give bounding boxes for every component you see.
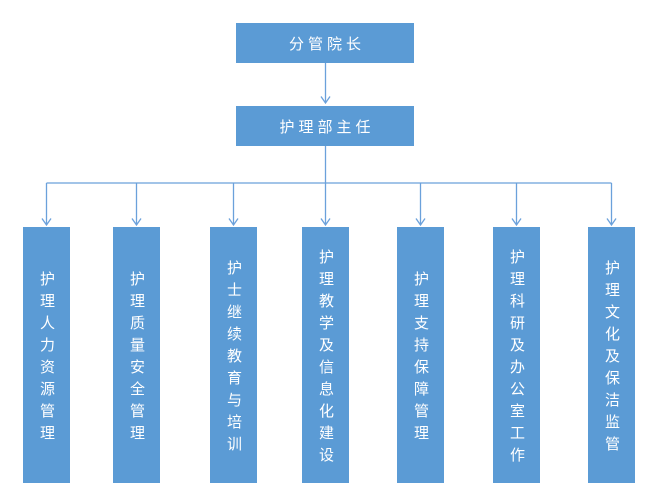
- connector-branch-arrow-5: [415, 183, 426, 227]
- org-node-dept-label: 护理人力资源管理: [38, 270, 55, 447]
- org-node-root-label: 分管院长: [288, 35, 365, 53]
- org-node-dept-support-security: 护理支持保障管理: [397, 227, 444, 483]
- org-node-root: 分管院长: [236, 23, 414, 63]
- org-node-manager-label: 护理部主任: [279, 118, 375, 136]
- org-node-dept-teaching-informatization: 护理教学及信息化建设: [302, 227, 349, 483]
- org-node-dept-label: 护理文化及保洁监管: [603, 259, 620, 458]
- org-node-manager: 护理部主任: [236, 106, 414, 146]
- org-node-dept-education-training: 护士继续教育与培训: [210, 227, 257, 483]
- org-node-dept-label: 护士继续教育与培训: [225, 259, 242, 458]
- connector-branch-arrow-1: [41, 183, 52, 227]
- org-node-dept-quality-safety: 护理质量安全管理: [113, 227, 160, 483]
- connector-branch-arrow-2: [131, 183, 142, 227]
- org-node-dept-label: 护理支持保障管理: [412, 270, 429, 447]
- org-node-dept-label: 护理质量安全管理: [128, 270, 145, 447]
- connector-branch-arrow-3: [228, 183, 239, 227]
- connector-branch-arrow-7: [606, 183, 617, 227]
- org-node-dept-culture-cleaning: 护理文化及保洁监管: [588, 227, 635, 483]
- connector-branch-arrow-4: [320, 183, 331, 227]
- org-node-dept-label: 护理教学及信息化建设: [317, 248, 334, 469]
- org-node-dept-label: 护理科研及办公室工作: [508, 248, 525, 469]
- connector-root-to-manager-arrow: [320, 63, 331, 105]
- org-node-dept-research-office: 护理科研及办公室工作: [493, 227, 540, 483]
- org-node-dept-hr: 护理人力资源管理: [23, 227, 70, 483]
- connector-branch-arrow-6: [511, 183, 522, 227]
